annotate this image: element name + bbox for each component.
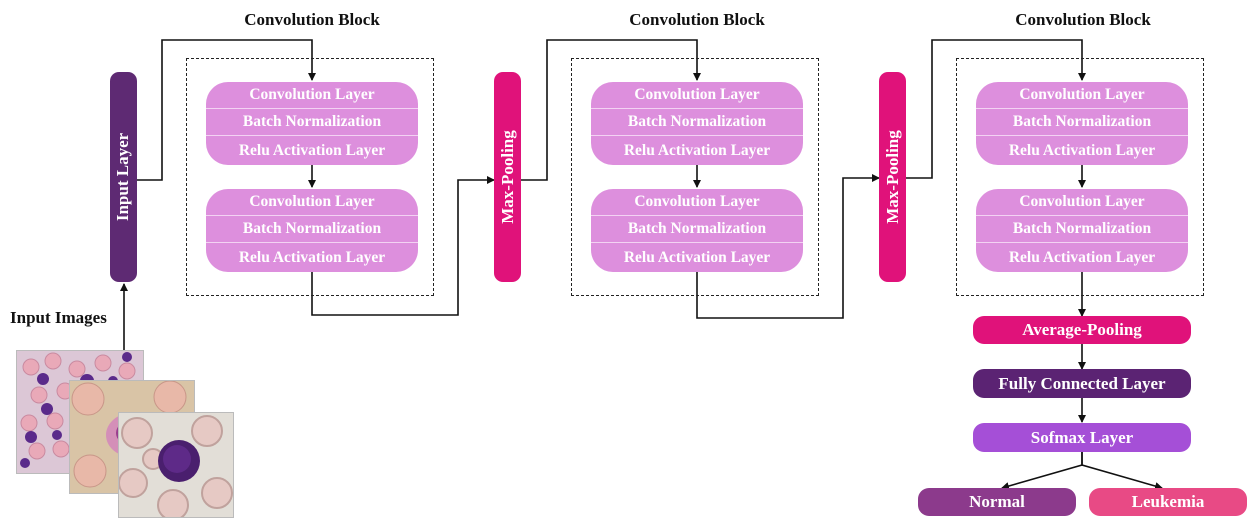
- max-pooling-label: Max-Pooling: [497, 130, 517, 224]
- conv-stack-1a: Convolution Layer Batch Normalization Re…: [206, 82, 418, 165]
- batch-norm-label: Batch Normalization: [206, 216, 418, 243]
- conv-layer-label: Convolution Layer: [206, 82, 418, 109]
- block-title-2: Convolution Block: [629, 10, 765, 29]
- max-pooling-1: Max-Pooling: [494, 72, 521, 282]
- relu-label: Relu Activation Layer: [1008, 248, 1156, 266]
- block-title-3: Convolution Block: [1015, 10, 1151, 29]
- batch-norm-label: Batch Normalization: [206, 109, 418, 136]
- fully-connected-box: Fully Connected Layer: [973, 369, 1191, 398]
- max-pooling-2: Max-Pooling: [879, 72, 906, 282]
- conv-stack-2b: Convolution Layer Batch Normalization Re…: [591, 189, 803, 272]
- conv-stack-2a: Convolution Layer Batch Normalization Re…: [591, 82, 803, 165]
- normal-output: Normal: [918, 488, 1076, 516]
- blood-smear-image-3-art: [119, 415, 233, 517]
- conv-stack-1b: Convolution Layer Batch Normalization Re…: [206, 189, 418, 272]
- convolution-block-frame-2: [571, 58, 819, 296]
- blood-smear-image-3: [118, 412, 234, 518]
- relu-label: Relu Activation Layer: [238, 141, 386, 159]
- relu-label: Relu Activation Layer: [238, 248, 386, 266]
- conv-layer-label: Convolution Layer: [206, 189, 418, 216]
- block-title-1: Convolution Block: [244, 10, 380, 29]
- batch-norm-label: Batch Normalization: [591, 216, 803, 243]
- input-images-label: Input Images: [10, 308, 107, 327]
- leukemia-output: Leukemia: [1089, 488, 1247, 516]
- convolution-block-frame-3: [956, 58, 1204, 296]
- batch-norm-label: Batch Normalization: [591, 109, 803, 136]
- convolution-block-frame-1: [186, 58, 434, 296]
- conv-layer-label: Convolution Layer: [591, 189, 803, 216]
- relu-label: Relu Activation Layer: [1008, 141, 1156, 159]
- input-layer: Input Layer: [110, 72, 137, 282]
- max-pooling-label: Max-Pooling: [882, 130, 902, 224]
- conv-layer-label: Convolution Layer: [591, 82, 803, 109]
- conv-stack-3a: Convolution Layer Batch Normalization Re…: [976, 82, 1188, 165]
- batch-norm-label: Batch Normalization: [976, 109, 1188, 136]
- relu-label: Relu Activation Layer: [623, 248, 771, 266]
- softmax-box: Sofmax Layer: [973, 423, 1191, 452]
- conv-stack-3b: Convolution Layer Batch Normalization Re…: [976, 189, 1188, 272]
- batch-norm-label: Batch Normalization: [976, 216, 1188, 243]
- input-layer-label: Input Layer: [113, 132, 133, 222]
- average-pooling-box: Average-Pooling: [973, 316, 1191, 344]
- conv-layer-label: Convolution Layer: [976, 82, 1188, 109]
- conv-layer-label: Convolution Layer: [976, 189, 1188, 216]
- relu-label: Relu Activation Layer: [623, 141, 771, 159]
